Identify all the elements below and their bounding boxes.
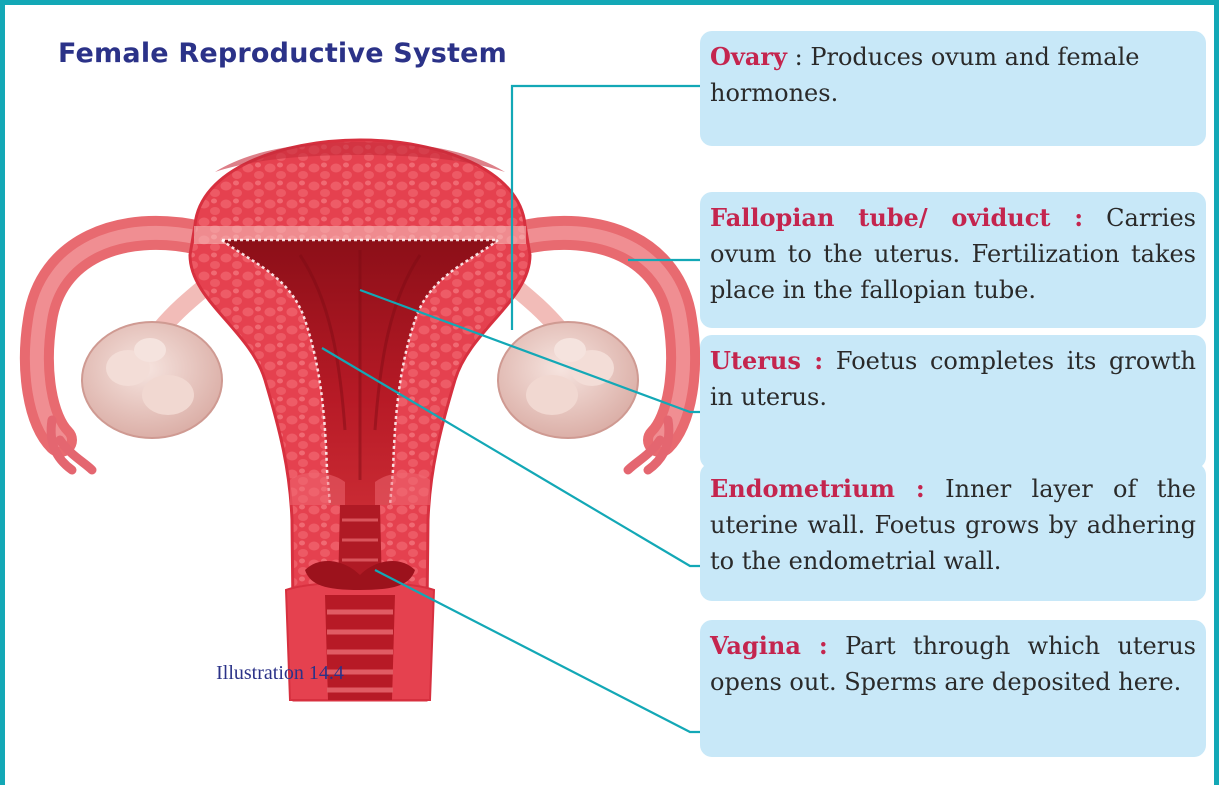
label-box-fallopian-tube: Fallopian tube/ oviduct : Carries ovum t…: [700, 192, 1206, 328]
label-term: Uterus :: [710, 346, 823, 375]
label-term: Fallopian tube/ oviduct :: [710, 203, 1083, 232]
label-separator: :: [787, 43, 810, 71]
label-box-uterus: Uterus : Foetus completes its growth in …: [700, 335, 1206, 469]
label-box-endometrium: Endometrium : Inner layer of the uterine…: [700, 463, 1206, 601]
label-term: Endometrium :: [710, 474, 925, 503]
illustration-caption: Illustration 14.4: [170, 662, 390, 685]
label-separator: [823, 347, 836, 375]
label-term: Vagina :: [710, 631, 828, 660]
label-box-ovary: Ovary : Produces ovum and female hormone…: [700, 31, 1206, 146]
label-box-vagina: Vagina : Part through which uterus opens…: [700, 620, 1206, 757]
ovary-right: [498, 322, 638, 438]
label-term: Ovary: [710, 42, 787, 71]
label-separator: [925, 475, 945, 503]
label-separator: [1083, 204, 1106, 232]
label-separator: [828, 632, 845, 660]
ovary-left: [82, 322, 222, 438]
